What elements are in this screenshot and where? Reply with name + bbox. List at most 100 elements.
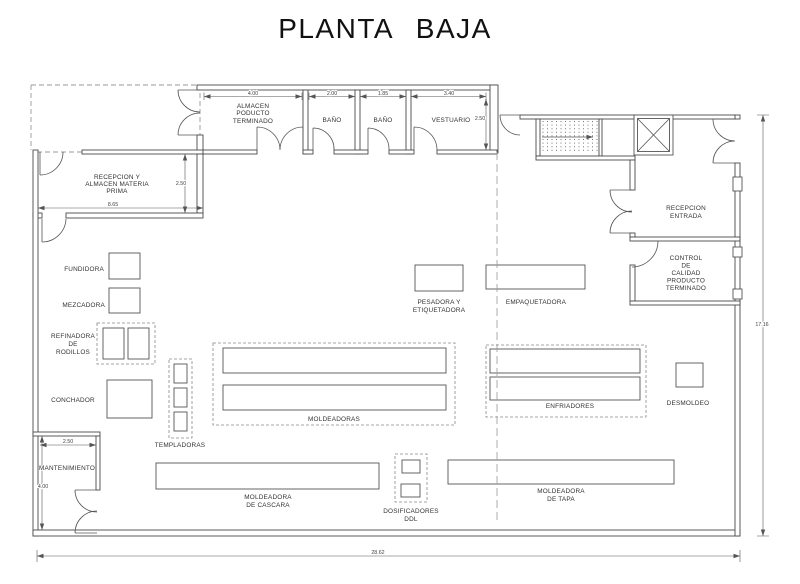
dim-recepcion-width: 8.65 bbox=[108, 202, 118, 208]
wall-stair-landing bbox=[598, 118, 603, 157]
door-bano1 bbox=[312, 127, 335, 151]
wall-stair-west bbox=[535, 118, 541, 157]
refinadora-label-2: DE bbox=[68, 341, 77, 348]
templadora-machine-3 bbox=[173, 411, 188, 432]
dim-mantenimiento-depth: 4.00 bbox=[38, 484, 48, 490]
wall-stair-south bbox=[535, 155, 636, 161]
wall-mantenimiento-east bbox=[95, 435, 101, 491]
dim-total-height: 17.16 bbox=[755, 322, 768, 328]
moldeadora-cascara-label-2: DE CASCARA bbox=[246, 502, 290, 509]
wall-divider-1 bbox=[302, 89, 309, 155]
windows bbox=[732, 176, 743, 300]
pesadora-label-1: PESADORA Y bbox=[417, 299, 461, 306]
dim-bano2-width: 1.85 bbox=[378, 91, 388, 97]
window-east-3 bbox=[732, 288, 743, 300]
wall-outer-south bbox=[32, 529, 741, 537]
fundidora-machine bbox=[108, 252, 141, 280]
pesadora-label-2: ETIQUETADORA bbox=[413, 307, 466, 314]
door-mantenimiento bbox=[74, 489, 98, 534]
recepcion-materia-label-1: RECEPCION Y bbox=[94, 174, 141, 181]
control-label-2: DE bbox=[681, 263, 690, 270]
wall-rooms-bottom-4 bbox=[388, 149, 415, 155]
dosificador-machine-2 bbox=[400, 483, 421, 498]
refinadora-label-3: RODILLOS bbox=[56, 349, 90, 356]
wall-top-rooms bbox=[196, 84, 498, 91]
empaquetadora-label: EMPAQUETADORA bbox=[506, 299, 567, 306]
desmoldeo-machine bbox=[675, 362, 704, 388]
room-labels: ALMACEN PODUCTO TERMINADO BAÑO BAÑO VEST… bbox=[38, 103, 706, 473]
bano2-label: BAÑO bbox=[374, 115, 393, 124]
dim-total-width: 28.62 bbox=[371, 550, 384, 556]
almacen-label-1: ALMACEN bbox=[237, 103, 269, 110]
wall-outer-west bbox=[32, 149, 39, 537]
templadora-machine-2 bbox=[173, 387, 188, 408]
enfriador-machine-2 bbox=[489, 376, 641, 401]
control-label-1: CONTROL bbox=[670, 255, 703, 262]
enfriadores-zone bbox=[485, 344, 647, 418]
dosificadores-label-1: DOSIFICADORES bbox=[383, 508, 439, 515]
door-almacen bbox=[256, 126, 304, 151]
vestuario-label: VESTUARIO bbox=[432, 117, 471, 124]
refinadora-label-1: REFINADORA bbox=[51, 333, 95, 340]
refinadora-zone bbox=[96, 322, 156, 365]
recepcion-entrada-label-1: RECEPCION bbox=[666, 205, 706, 212]
conchador-machine bbox=[106, 379, 153, 419]
dimension-lines bbox=[36, 92, 769, 562]
mantenimiento-label: MANTENIMIENTO bbox=[39, 465, 95, 472]
control-label-5: TERMINADO bbox=[666, 285, 706, 292]
equipment-labels: FUNDIDORA MEZCADORA REFINADORA DE RODILL… bbox=[51, 266, 709, 523]
doors bbox=[39, 89, 736, 534]
wall-control-west bbox=[629, 264, 636, 302]
moldeadora-cascara-label-1: MOLDEADORA bbox=[244, 494, 292, 501]
enfriadores-label: ENFRIADORES bbox=[546, 403, 594, 410]
dim-mantenimiento-width: 2.50 bbox=[63, 439, 73, 445]
wall-divider-3 bbox=[405, 89, 412, 155]
elevator-x-icon bbox=[637, 118, 670, 152]
control-label-3: CALIDAD bbox=[671, 270, 700, 277]
equipment-shapes bbox=[96, 252, 704, 503]
door-hall-junction bbox=[499, 114, 521, 136]
dosificadores-label-2: DDL bbox=[404, 516, 418, 523]
recepcion-materia-label-2: ALMACEN MATERIA bbox=[85, 181, 149, 188]
bano1-label: BAÑO bbox=[323, 115, 342, 124]
wall-outer-east-top bbox=[734, 114, 741, 120]
wall-rooms-bottom-5 bbox=[436, 149, 498, 155]
moldeadoras-label: MOLDEADORAS bbox=[308, 416, 360, 423]
control-label-4: PRODUCTO bbox=[667, 278, 705, 285]
moldeadora-tapa-label-1: MOLDEADORA bbox=[537, 488, 585, 495]
fundidora-label: FUNDIDORA bbox=[64, 266, 104, 273]
wall-recepcion-east bbox=[196, 153, 204, 214]
dim-recepcion-depth: 2.50 bbox=[176, 181, 186, 187]
window-east-2 bbox=[732, 246, 743, 258]
enfriador-machine-1 bbox=[489, 348, 641, 374]
door-control-calidad bbox=[631, 240, 659, 268]
wall-vestuario-east bbox=[489, 84, 499, 154]
wall-rooms-bottom-3 bbox=[333, 149, 369, 155]
window-east-1 bbox=[732, 176, 743, 192]
moldeadora-line-1 bbox=[222, 347, 447, 374]
dimension-labels: 4.00 2.00 1.85 3.40 2.50 2.50 8.65 2.50 … bbox=[37, 90, 770, 557]
almacen-label-2: PODUCTO bbox=[236, 110, 269, 117]
refinadora-machine-1 bbox=[102, 327, 125, 360]
page-title: PLANTA BAJA bbox=[278, 13, 492, 44]
dim-almacen-width: 4.00 bbox=[248, 91, 258, 97]
wall-divider-2 bbox=[354, 89, 361, 155]
wall-recepcion-entrada-south bbox=[629, 236, 741, 242]
wall-rooms-bottom-2 bbox=[302, 149, 314, 155]
wall-rooms-bottom-1 bbox=[202, 149, 258, 155]
dim-vestuario-width: 3.40 bbox=[444, 91, 454, 97]
moldeadora-tapa-machine bbox=[447, 459, 675, 485]
dim-vestuario-depth: 2.50 bbox=[475, 116, 485, 122]
door-double-almacen-west bbox=[177, 89, 201, 136]
wall-recepcion-entrada-west-2 bbox=[629, 232, 636, 238]
door-recepcion-materia-bottom bbox=[41, 218, 67, 243]
dosificadores-zone bbox=[394, 453, 428, 503]
dim-bano1-width: 2.00 bbox=[327, 91, 337, 97]
door-recepcion-materia-top bbox=[39, 151, 64, 176]
pesadora-machine bbox=[414, 264, 464, 292]
wall-recepcion-top bbox=[81, 149, 204, 155]
templadora-machine-1 bbox=[173, 363, 188, 384]
dosificador-machine-1 bbox=[401, 459, 421, 474]
wall-outer-east bbox=[734, 162, 741, 537]
wall-recepcion-bottom-2 bbox=[65, 212, 204, 219]
